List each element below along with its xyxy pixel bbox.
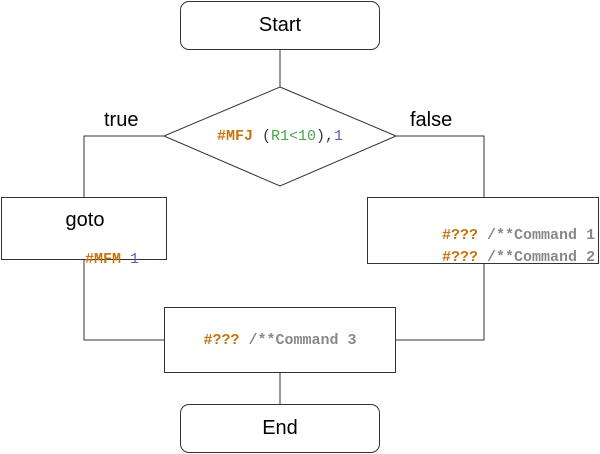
merge-box: #??? /**Command 3 [164,307,396,373]
decision-condition: R1<10 [271,127,317,145]
start-label: Start [258,14,302,36]
goto-title: goto [65,209,105,231]
start-terminal: Start [180,1,380,50]
false-edge-label: false [410,109,453,131]
connector-goto-merge [83,260,164,341]
command-comment: /**Command 2 [487,249,596,266]
merge-comment: /**Command 3 [248,331,357,349]
decision-text: #MFJ (R1<10),1 [170,124,390,148]
goto-command: #MFM 1 [2,234,168,285]
command-keyword: #??? [442,249,479,266]
decision-diamond [162,86,398,187]
false-command-line-2: #??? /**Command 2 [388,232,595,283]
merge-keyword: #??? [203,331,240,349]
end-terminal: End [180,404,380,453]
connector-true-branch [83,135,164,197]
goto-value: 1 [130,251,140,268]
command-keyword: #??? [442,227,479,244]
end-label: End [262,417,298,439]
decision-open-paren: ( [261,127,271,145]
true-edge-label: true [104,109,139,131]
false-branch-box: #??? /**Command 1 #??? /**Command 2 [367,197,599,266]
decision-target: 1 [334,127,344,145]
connector-false-branch [396,135,485,197]
false-command-line-1: #??? /**Command 1 [388,210,595,261]
connector-false-merge [396,264,485,341]
goto-box: goto #MFM 1 [1,197,167,268]
command-comment: /**Command 1 [487,227,596,244]
decision-keyword: #MFJ [216,127,253,145]
decision-close-paren: ), [316,127,335,145]
goto-keyword: #MFM [84,251,121,268]
